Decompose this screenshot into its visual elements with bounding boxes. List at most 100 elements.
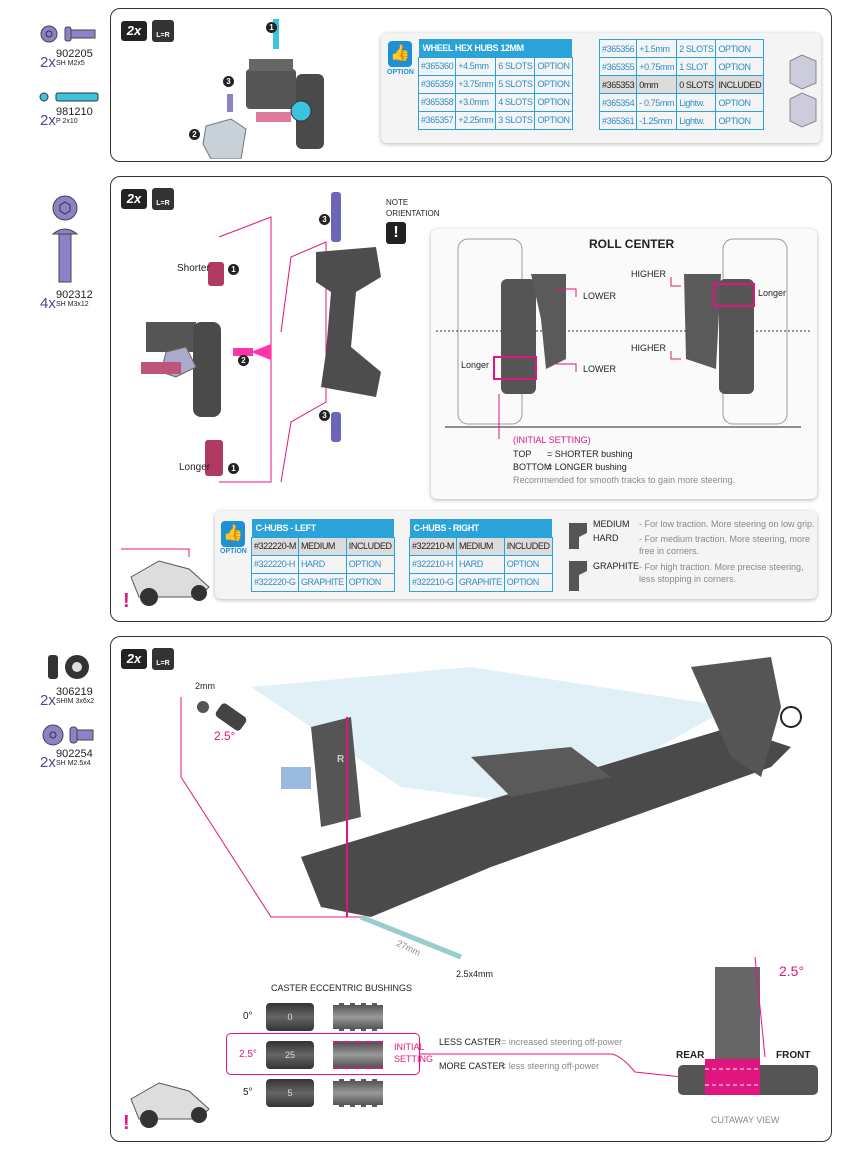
longer-bushing-label: Longer [179, 462, 211, 473]
part-number: 902312 [56, 289, 93, 301]
roll-center-card: ROLL CENTER LOWER LOWER HIGHER HIGHER Lo… [431, 229, 817, 499]
left-right-badge: L=R [152, 648, 174, 670]
warning-icon: ! [386, 222, 406, 244]
top-value: = SHORTER bushing [547, 449, 633, 459]
step-panel-caster: 2x L=R 2mm 2.5° R 27mm 2.5x4mm CASTER EC… [110, 636, 832, 1142]
table-cell: #322210-G [409, 572, 457, 592]
caster-bushing-icon: 0 [266, 1003, 314, 1031]
caster-angle-label: 2.5° [214, 729, 236, 743]
table-cell: #322220-M [251, 536, 299, 556]
caster-angle: 2.5° [239, 1049, 257, 1060]
shorter-bushing-label: Shorter [177, 263, 210, 274]
part-desc: SH M3x12 [56, 301, 89, 308]
material-medium-desc: - For low traction. More steering on low… [639, 519, 815, 529]
caster-bushing-icon: 5 [266, 1079, 314, 1107]
part-qty: 2x [40, 112, 56, 129]
table-cell: #365356 [598, 39, 638, 58]
table-cell: +1.5mm [636, 39, 678, 58]
table-cell: +3.0mm [455, 92, 497, 112]
table-cell: HARD [297, 554, 347, 574]
table-cell: OPTION [534, 92, 573, 112]
top-label: TOP [513, 449, 532, 459]
higher-label: HIGHER [631, 343, 667, 353]
table-cell: #365361 [598, 111, 638, 130]
pin-icon [39, 92, 99, 102]
table-cell: 4 SLOTS [495, 92, 536, 112]
note-orientation-label: NOTE ORIENTATION [386, 198, 440, 218]
thumbs-up-icon: 👍 [221, 521, 245, 547]
bottom-value: = LONGER bushing [547, 462, 627, 472]
callout-3: 3 [319, 410, 330, 421]
table-cell: MEDIUM [455, 536, 505, 556]
part-number: 981210 [56, 106, 93, 118]
caster-bushing-section-icon [333, 1079, 383, 1107]
roll-center-title: ROLL CENTER [589, 237, 675, 251]
table-cell: #322210-H [409, 554, 457, 574]
table-cell: MEDIUM [297, 536, 347, 556]
longer-label: Longer [758, 288, 787, 298]
part-qty: 2x [40, 692, 56, 709]
table-cell: 0mm [636, 75, 678, 94]
table-cell: #365359 [417, 74, 457, 94]
thumbs-up-icon: 👍 [388, 41, 412, 67]
material-hard-desc: - For medium traction. More steering, mo… [639, 534, 811, 556]
table-cell: #365353 [598, 75, 638, 94]
step-panel-c-hubs: 2x L=R Shorter 1 2 Longer 1 3 3 NOTE ORI… [110, 176, 832, 622]
hex-hubs-title: WHEEL HEX HUBS 12MM [418, 39, 573, 57]
table-cell: #322210-M [409, 536, 457, 556]
recommendation-text: Recommended for smooth tracks to gain mo… [513, 475, 736, 485]
higher-label: HIGHER [631, 269, 667, 279]
left-right-badge: L=R [152, 20, 174, 42]
lower-label: LOWER [583, 291, 617, 301]
table-cell: 0 SLOTS [676, 75, 717, 94]
hub-assembly-illustration [202, 19, 324, 159]
table-cell: OPTION [345, 572, 395, 592]
table-cell: +3.75mm [455, 74, 497, 94]
material-hard: HARD [593, 533, 619, 543]
front-label: FRONT [776, 1050, 811, 1061]
lower-label: LOWER [583, 364, 617, 374]
more-caster-desc: = less steering off-power [501, 1061, 600, 1071]
table-cell: #322220-G [251, 572, 299, 592]
table-cell: 6 SLOTS [495, 56, 536, 76]
car-warning-icon: ! [121, 548, 210, 612]
caster-bushings-title: CASTER ECCENTRIC BUSHINGS [271, 983, 413, 993]
callout-3: 3 [319, 214, 330, 225]
chassis-assembly-illustration [180, 657, 802, 960]
part-number: 902254 [56, 748, 93, 760]
left-right-badge: L=R [152, 188, 174, 210]
table-cell: OPTION [715, 93, 765, 112]
part-desc: SHIM 3x6x2 [56, 698, 95, 705]
table-cell: OPTION [503, 554, 553, 574]
part-desc: SH M2x5 [56, 60, 85, 67]
c-hubs-right-title: C-HUBS - RIGHT [409, 519, 553, 537]
table-cell: OPTION [534, 74, 573, 94]
longer-label: Longer [461, 360, 490, 370]
table-cell: Lightw. [676, 93, 717, 112]
table-cell: OPTION [345, 554, 395, 574]
screw-m3x12-icon [51, 195, 79, 283]
side-marker: R [337, 754, 345, 765]
shim-icon [48, 655, 89, 679]
svg-text:!: ! [123, 590, 130, 612]
quantity-badge: 2x [121, 649, 147, 669]
cutaway-angle-label: 2.5° [779, 963, 805, 979]
part-number: 306219 [56, 686, 93, 698]
part-desc: P 2x10 [56, 118, 78, 125]
table-cell: GRAPHITE [455, 572, 505, 592]
less-caster-label: LESS CASTER [439, 1037, 502, 1047]
